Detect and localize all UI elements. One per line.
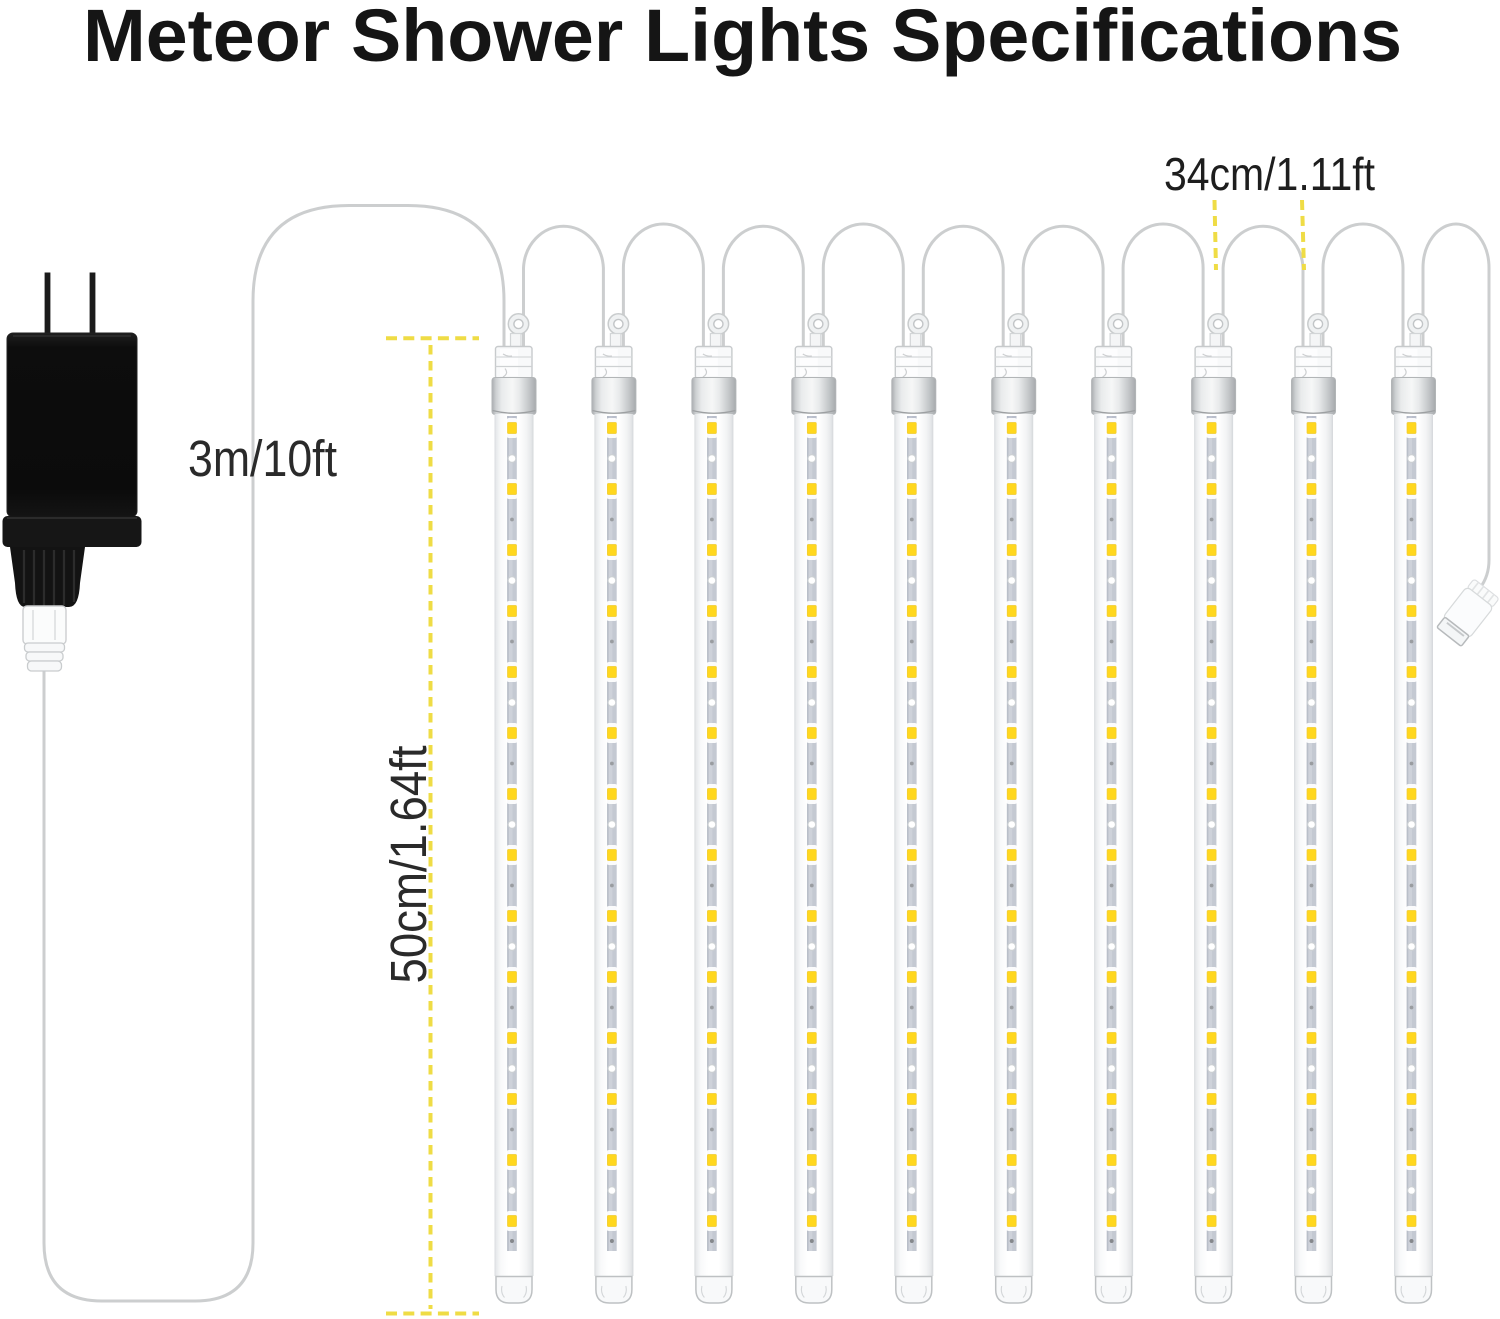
svg-text:3m/10ft: 3m/10ft [188,430,337,487]
svg-text:Meteor Shower Lights Specifica: Meteor Shower Lights Specifications [83,0,1402,77]
svg-text:50cm/1.64ft: 50cm/1.64ft [380,746,437,984]
svg-text:34cm/1.11ft: 34cm/1.11ft [1164,148,1375,200]
